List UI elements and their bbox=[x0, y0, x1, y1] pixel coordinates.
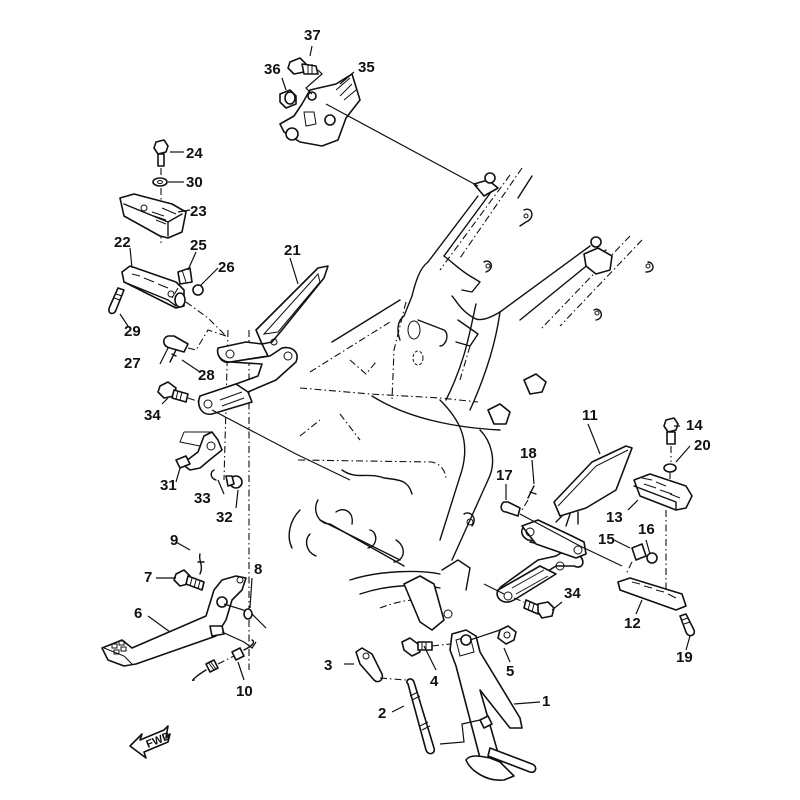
leader-lines bbox=[119, 45, 691, 713]
callout-23: 23 bbox=[190, 203, 207, 220]
callout-10: 10 bbox=[236, 683, 253, 700]
fwd-direction-marker: FWD bbox=[129, 725, 173, 759]
callout-37: 37 bbox=[304, 27, 321, 44]
part-9-cotter bbox=[197, 553, 205, 575]
part-16-spring bbox=[646, 552, 658, 564]
part-34-bolt-left bbox=[157, 381, 201, 403]
callout-19: 19 bbox=[676, 649, 693, 666]
callout-17: 17 bbox=[496, 467, 513, 484]
part-35-front-bracket bbox=[279, 73, 479, 187]
callout-12: 12 bbox=[624, 615, 641, 632]
part-37-bolt bbox=[287, 57, 323, 95]
part-7-bolt bbox=[173, 569, 205, 591]
callout-21: 21 bbox=[284, 242, 301, 259]
part-14-bolt bbox=[663, 417, 679, 462]
callout-8: 8 bbox=[254, 561, 262, 578]
callout-2: 2 bbox=[378, 705, 386, 722]
part-33-clip bbox=[210, 469, 217, 481]
frame bbox=[223, 167, 654, 670]
part-21-heel-guard bbox=[255, 265, 329, 345]
part-1-side-stand bbox=[439, 629, 537, 781]
part-26-spring bbox=[192, 284, 204, 296]
callout-22: 22 bbox=[114, 234, 131, 251]
left-footrest-bracket bbox=[197, 338, 351, 481]
part-4-bolt bbox=[401, 637, 451, 657]
part-13-footrest-rubber bbox=[633, 473, 693, 511]
part-12-rear-footrest bbox=[617, 510, 687, 611]
fwd-label: FWD bbox=[145, 730, 173, 751]
part-18-cotter bbox=[521, 485, 537, 511]
part-25-ball bbox=[171, 267, 193, 299]
callout-29: 29 bbox=[124, 323, 141, 340]
part-11-heel-guard bbox=[553, 445, 633, 527]
part-31-bracket bbox=[175, 431, 223, 471]
callout-34-left: 34 bbox=[144, 407, 161, 424]
part-15-ball bbox=[625, 543, 647, 575]
callout-32: 32 bbox=[216, 509, 233, 526]
callout-28: 28 bbox=[198, 367, 215, 384]
part-5-nut bbox=[497, 625, 517, 645]
part-20-washer bbox=[663, 463, 677, 480]
part-29-pin bbox=[108, 287, 125, 315]
callout-25: 25 bbox=[190, 237, 207, 254]
callout-33: 33 bbox=[194, 490, 211, 507]
callout-13: 13 bbox=[606, 509, 623, 526]
part-19-pin bbox=[679, 613, 696, 637]
callout-1: 1 bbox=[542, 693, 550, 710]
callout-34-right: 34 bbox=[564, 585, 581, 602]
callout-26: 26 bbox=[218, 259, 235, 276]
callout-24: 24 bbox=[186, 145, 203, 162]
callout-14: 14 bbox=[686, 417, 703, 434]
part-23-footrest-rubber bbox=[119, 193, 187, 239]
callout-11: 11 bbox=[582, 407, 598, 424]
part-28-cotter bbox=[169, 349, 177, 363]
callout-9: 9 bbox=[170, 532, 178, 549]
part-17-pin bbox=[500, 501, 623, 567]
part-3-spring-hanger bbox=[355, 647, 407, 683]
part-22-rear-footrest bbox=[121, 265, 227, 337]
part-32-screw bbox=[225, 475, 243, 489]
callout-5: 5 bbox=[506, 663, 514, 680]
part-34-bolt-right bbox=[513, 597, 555, 619]
callout-18: 18 bbox=[520, 445, 537, 462]
callout-27: 27 bbox=[124, 355, 141, 372]
part-24-bolt bbox=[153, 139, 169, 176]
callout-35: 35 bbox=[358, 59, 375, 76]
callout-7: 7 bbox=[144, 569, 152, 586]
part-36-collar bbox=[279, 89, 297, 109]
part-2-stand-spring bbox=[406, 678, 436, 755]
part-10-spring bbox=[192, 639, 255, 682]
callout-31: 31 bbox=[160, 477, 177, 494]
part-27-pin bbox=[162, 329, 227, 353]
part-8-washer bbox=[243, 608, 253, 620]
callout-20: 20 bbox=[694, 437, 711, 454]
callout-4: 4 bbox=[430, 673, 439, 690]
callout-15: 15 bbox=[598, 531, 615, 548]
callout-30: 30 bbox=[186, 174, 203, 191]
callout-36: 36 bbox=[264, 61, 281, 78]
callout-16: 16 bbox=[638, 521, 655, 538]
callout-3: 3 bbox=[324, 657, 332, 674]
callout-labels: 37 36 35 24 30 23 22 25 26 21 29 27 28 3… bbox=[114, 27, 711, 722]
callout-6: 6 bbox=[134, 605, 142, 622]
